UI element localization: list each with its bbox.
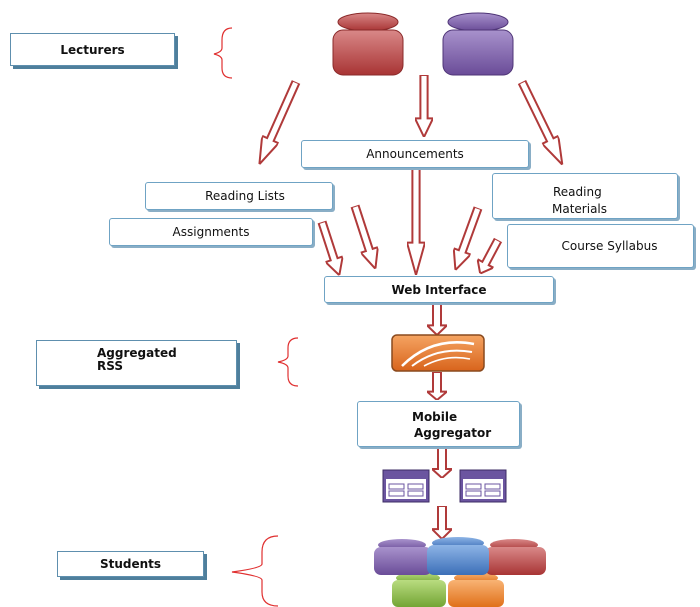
rss-feed-icon <box>391 334 485 372</box>
aggregated-rss-text-line2: RSS <box>97 359 123 373</box>
lecturers-label: Lecturers <box>10 33 175 66</box>
announcements-box: Announcements <box>301 140 529 168</box>
brace-icon <box>231 535 279 607</box>
arrow-icon <box>427 372 447 400</box>
course-syllabus-box: Course Syllabus <box>507 224 694 268</box>
mobile-aggregator-text-line1: Mobile <box>412 410 458 424</box>
arrow-icon <box>415 75 433 137</box>
web-interface-text: Web Interface <box>391 282 487 297</box>
arrow-icon <box>251 78 305 168</box>
arrow-icon <box>407 167 425 275</box>
mobile-device-icon <box>459 469 507 503</box>
students-label: Students <box>57 551 204 577</box>
aggregated-rss-label: Aggregated RSS <box>36 340 237 386</box>
reading-materials-text-line1: Reading <box>553 185 602 199</box>
assignments-box: Assignments <box>109 218 313 246</box>
reading-materials-box: Reading Materials <box>492 173 678 219</box>
brace-icon <box>213 27 233 79</box>
aggregated-rss-text-line1: Aggregated <box>97 346 177 360</box>
mobile-aggregator-text-line2: Aggregator <box>414 426 492 440</box>
arrow-icon <box>427 303 447 335</box>
reading-lists-box: Reading Lists <box>145 182 333 210</box>
arrow-icon <box>432 506 452 539</box>
students-text: Students <box>99 557 162 571</box>
arrow-icon <box>432 448 452 478</box>
arrow-icon <box>346 203 384 272</box>
lecturers-text: Lecturers <box>60 42 125 57</box>
lecturer-figure-icon <box>442 12 514 76</box>
web-interface-box: Web Interface <box>324 276 554 303</box>
student-group-icon <box>374 537 546 607</box>
lecturer-figure-icon <box>332 12 404 76</box>
mobile-aggregator-box: Mobile Aggregator <box>357 401 520 447</box>
mobile-device-icon <box>382 469 430 503</box>
brace-icon <box>277 337 299 387</box>
announcements-text: Announcements <box>366 147 464 161</box>
arrow-icon <box>472 235 506 278</box>
arrow-icon <box>313 219 348 279</box>
course-syllabus-text: Course Syllabus <box>561 239 658 253</box>
assignments-text: Assignments <box>172 225 250 239</box>
reading-lists-text: Reading Lists <box>205 189 285 203</box>
reading-materials-text-line2: Materials <box>552 202 608 216</box>
